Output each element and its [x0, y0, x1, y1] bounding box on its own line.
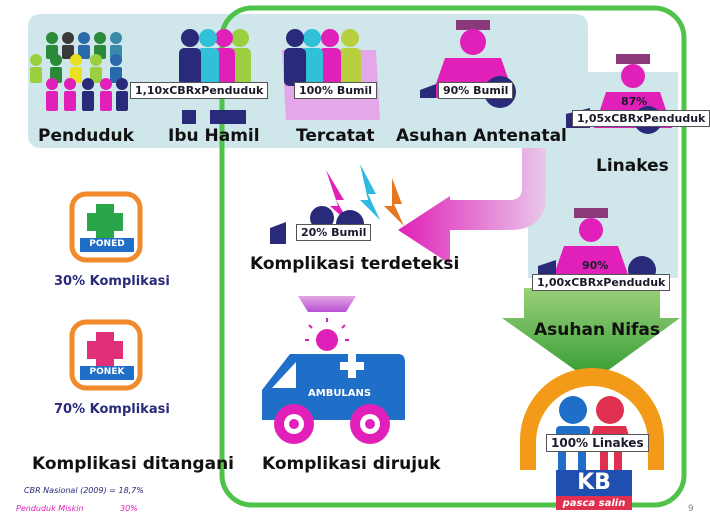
stage-linakes-label: Linakes	[596, 156, 669, 176]
stage-ibu-hamil-label: Ibu Hamil	[168, 126, 260, 146]
tercatat-pct-tag: 100% Bumil	[294, 82, 378, 99]
miskin-note-label: Penduduk Miskin	[16, 504, 84, 513]
stage-komplikasi-dirujuk-label: Komplikasi dirujuk	[262, 454, 441, 474]
ibu-hamil-formula-tag: 1,10xCBRxPenduduk	[130, 82, 269, 99]
kb-subtitle: pasca salin	[562, 498, 626, 509]
linakes-formula-tag: 1,05xCBRxPenduduk	[572, 110, 710, 127]
stage-komplikasi-terdeteksi-label: Komplikasi terdeteksi	[250, 254, 460, 274]
terdeteksi-pct-tag: 20% Bumil	[296, 224, 372, 241]
lightning-icon	[326, 164, 404, 226]
cbr-note: CBR Nasional (2009) = 18,7%	[24, 486, 144, 495]
ponek-badge-icon	[69, 319, 143, 391]
kb-logo-icon	[520, 368, 664, 510]
ambulance-label: AMBULANS	[308, 388, 372, 399]
pink-flow-arrow	[398, 148, 546, 264]
nifas-nurse-icon	[538, 208, 656, 284]
nifas-formula-tag: 1,00xCBRxPenduduk	[532, 274, 671, 291]
ponek-komplikasi-pct: 70% Komplikasi	[54, 402, 170, 417]
poned-komplikasi-pct: 30% Komplikasi	[54, 274, 170, 289]
page-number: 9	[688, 504, 694, 514]
crowd-icon	[30, 32, 128, 111]
stage-tercatat-label: Tercatat	[296, 126, 375, 146]
kb-logo-text: KB	[577, 470, 611, 495]
pregnant-group-icon	[179, 29, 251, 124]
stage-asuhan-antenatal-label: Asuhan Antenatal	[396, 126, 567, 146]
poned-badge-icon	[69, 191, 143, 263]
green-down-arrow	[502, 288, 680, 382]
nifas-pct-tag: 90%	[582, 259, 609, 272]
stage-penduduk-label: Penduduk	[38, 126, 134, 146]
ambulance-icon	[262, 296, 405, 444]
stage-komplikasi-ditangani-label: Komplikasi ditangani	[32, 454, 234, 474]
green-frame	[219, 5, 687, 508]
antenatal-pct-tag: 90% Bumil	[438, 82, 514, 99]
miskin-note-value: 30%	[120, 504, 138, 513]
kb-linakes-tag: 100% Linakes	[546, 434, 649, 452]
ponek-badge-label: PONEK	[89, 367, 125, 377]
stage-asuhan-nifas-label: Asuhan Nifas	[534, 320, 661, 340]
linakes-pct-tag: 87%	[621, 95, 648, 108]
poned-badge-label: PONED	[89, 239, 125, 249]
